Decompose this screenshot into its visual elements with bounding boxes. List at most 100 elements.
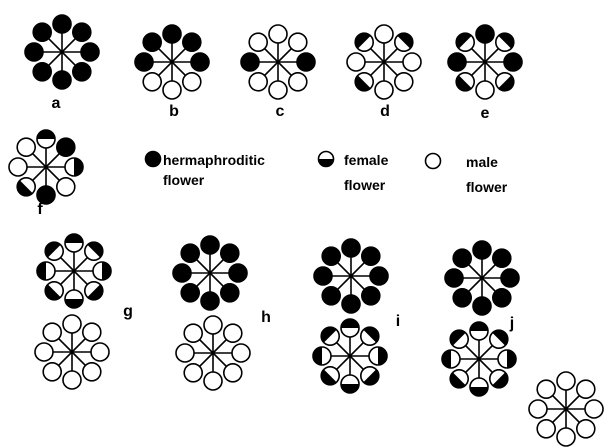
male-flower-icon [204,316,222,334]
hermaphroditic-flower-icon [183,33,201,51]
legend-female: female flower [319,152,393,194]
hermaphroditic-flower-icon [33,63,51,81]
umbel-label-i: i [396,313,400,330]
female-flower-icon [85,242,103,260]
umbel-j1 [445,241,519,315]
female-flower-icon [341,319,359,337]
hermaphroditic-flower-icon [493,249,511,267]
female-flower-icon [498,350,516,368]
female-flower-icon [37,130,55,148]
hermaphroditic-flower-icon [297,53,315,71]
male-flower-icon [9,158,27,176]
male-flower-icon [63,371,81,389]
female-flower-icon [65,234,83,252]
male-flower-icon [17,138,35,156]
umbels-layer [9,15,603,446]
female-flower-icon [45,242,63,260]
hermaphroditic-flower-icon [314,267,332,285]
umbel-e [448,25,522,99]
male-flower-icon [347,53,365,71]
hermaphroditic-flower-icon [473,297,491,315]
female-flower-icon [470,322,488,340]
umbel-j2 [442,322,516,396]
umbel-i2 [313,319,387,393]
hermaphroditic-flower-icon [322,287,340,305]
male-flower-icon [289,33,307,51]
male-flower-icon [204,372,222,390]
female-flower-icon [470,378,488,396]
male-flower-icon [176,344,194,362]
hermaphroditic-flower-icon [221,244,239,262]
legend-male: male flower [426,154,508,196]
hermaphroditic-flower-icon [53,15,71,33]
female-flower-icon [85,282,103,300]
hermaphroditic-flower-icon [342,239,360,257]
female-flower-icon [496,33,514,51]
umbel-j3 [529,372,603,446]
hermaphroditic-flower-icon [135,53,153,71]
female-flower-icon [361,327,379,345]
umbel-i1 [314,239,388,313]
umbel-label-h: h [261,309,271,326]
female-flower-icon [361,367,379,385]
female-flower-icon [490,370,508,388]
male-flower-icon [184,324,202,342]
legend-female-label: female flower [344,152,392,193]
female-flower-icon [45,282,63,300]
umbel-g1 [37,234,111,308]
male-flower-icon [224,324,242,342]
male-flower-icon [269,81,287,99]
hermaphroditic-flower-icon [322,247,340,265]
hermaphroditic-flower-icon [476,25,494,43]
hermaphroditic-flower-icon [453,249,471,267]
female-flower-icon [355,33,373,51]
male-flower-icon [557,428,575,446]
female-flower-icon [490,330,508,348]
hermaphroditic-flower-icon [229,264,247,282]
legend-male-label: male flower [466,154,508,195]
umbel-f [9,130,83,204]
hermaphroditic-flower-icon [191,53,209,71]
hermaphroditic-flower-icon [73,63,91,81]
male-flower-icon [537,420,555,438]
female-flower-icon [450,330,468,348]
male-flower-icon [557,372,575,390]
male-flower-icon [163,81,181,99]
female-flower-icon [355,73,373,91]
male-flower-icon [395,73,413,91]
hermaphroditic-flower-icon [221,284,239,302]
male-flower-icon [91,343,109,361]
male-flower-icon [184,364,202,382]
hermaphroditic-flower-icon [143,33,161,51]
male-flower-icon [426,154,441,169]
hermaphroditic-flower-icon [362,247,380,265]
female-flower-icon [456,33,474,51]
male-flower-icon [585,400,603,418]
male-flower-icon [83,323,101,341]
male-flower-icon [83,363,101,381]
male-flower-icon [403,53,421,71]
male-flower-icon [43,323,61,341]
female-flower-icon [395,33,413,51]
male-flower-icon [269,25,287,43]
female-flower-icon [37,262,55,280]
umbel-g2 [35,315,109,389]
umbel-h2 [176,316,250,390]
hermaphroditic-flower-icon [201,236,219,254]
umbel-label-c: c [276,103,285,120]
hermaphroditic-flower-icon [501,269,519,287]
female-flower-icon [17,178,35,196]
hermaphroditic-flower-icon [146,152,161,167]
umbel-label-b: b [169,103,179,120]
female-flower-icon [93,262,111,280]
umbel-d [347,25,421,99]
hermaphroditic-flower-icon [453,289,471,307]
hermaphroditic-flower-icon [448,53,466,71]
male-flower-icon [224,364,242,382]
male-flower-icon [43,363,61,381]
hermaphroditic-flower-icon [53,71,71,89]
hermaphroditic-flower-icon [445,269,463,287]
umbel-label-a: a [52,95,61,112]
female-flower-icon [313,347,331,365]
